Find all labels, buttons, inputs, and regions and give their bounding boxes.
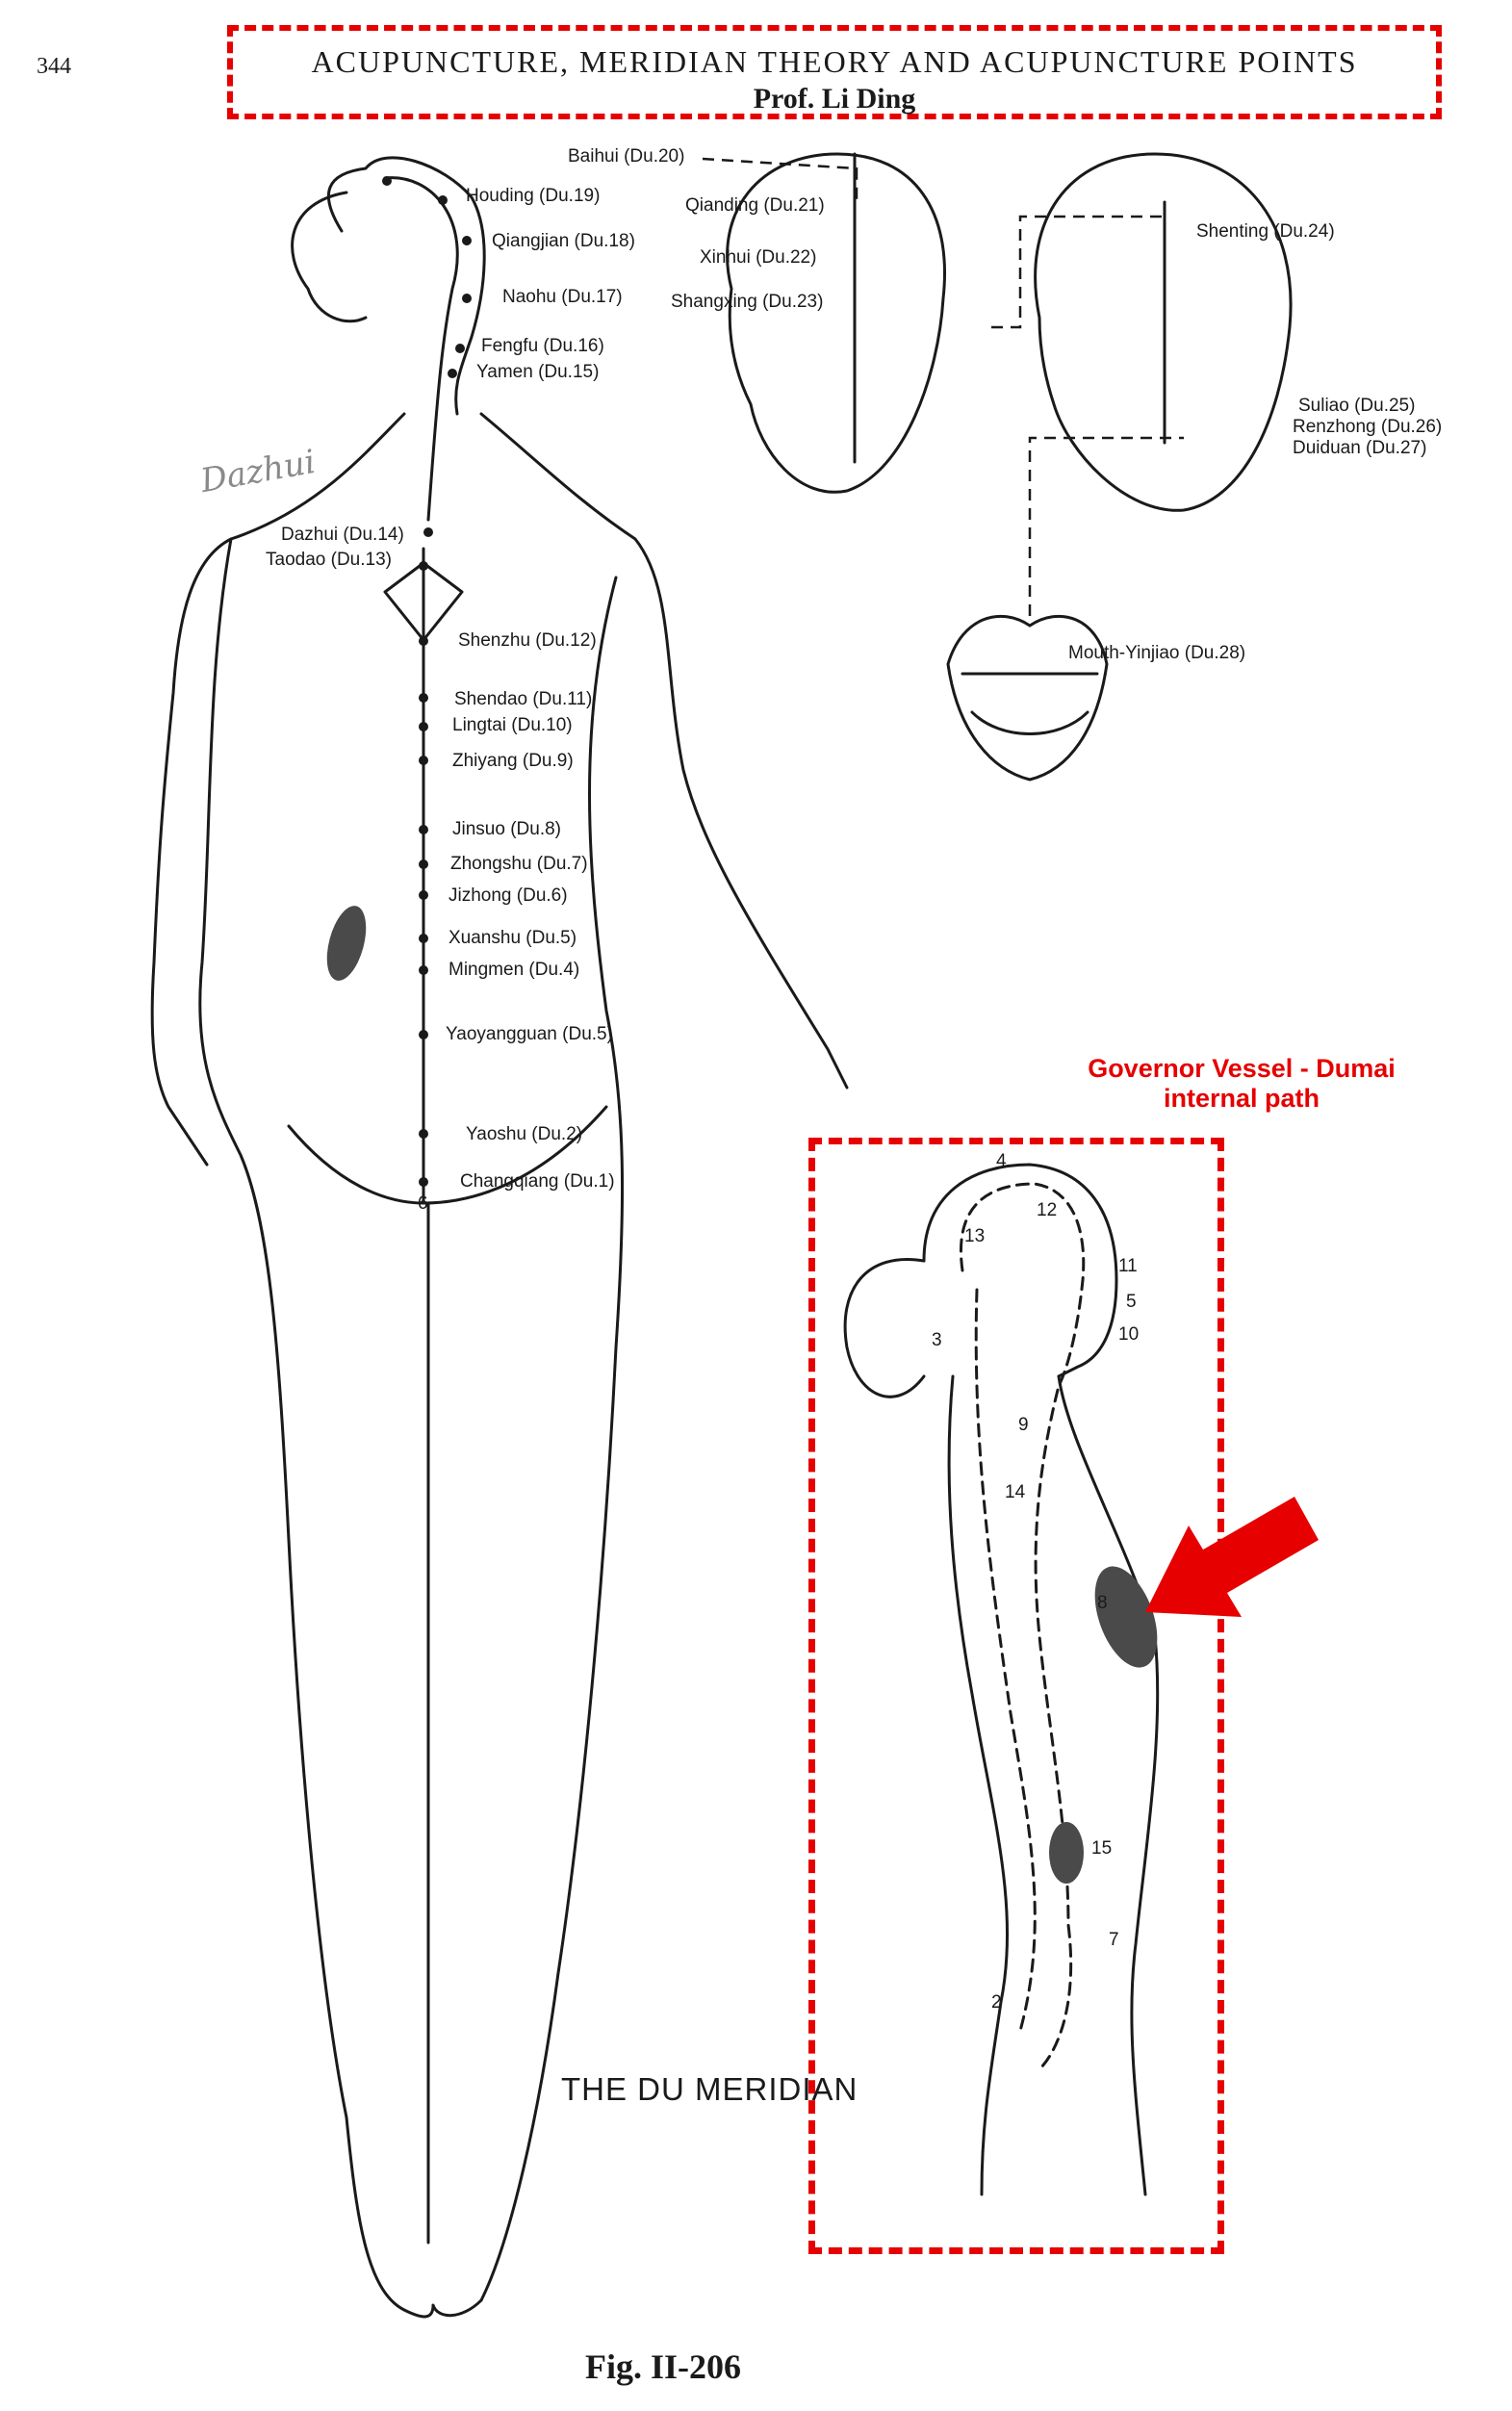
label-duiduan: Duiduan (Du.27): [1293, 438, 1427, 458]
label-changqiang: Changqiang (Du.1): [460, 1171, 615, 1192]
point-dot: [419, 825, 428, 834]
inset-head-outline: [922, 1163, 1118, 1378]
point-dot: [419, 890, 428, 900]
label-jizhong: Jizhong (Du.6): [448, 885, 568, 906]
inset-kidney-shape: [1049, 1822, 1084, 1884]
book-title: ACUPUNCTURE, MERIDIAN THEORY AND ACUPUNC…: [311, 44, 1358, 79]
point-dot: [419, 1129, 428, 1139]
inset-body-front: [1057, 1374, 1160, 2196]
point-dot: [419, 859, 428, 869]
inset-number: 7: [1109, 1930, 1119, 1950]
label-xinhui: Xinhui (Du.22): [700, 247, 817, 268]
label-yinjiao: Mouth-Yinjiao (Du.28): [1068, 643, 1246, 663]
figure-feet: [402, 2298, 483, 2319]
inset-number: 11: [1118, 1256, 1138, 1276]
inset-heart-shape: [1094, 1566, 1158, 1668]
label-qiangjian: Qiangjian (Du.18): [492, 231, 635, 251]
kidney-shape: [326, 906, 367, 981]
inset-number: 9: [1018, 1415, 1029, 1435]
label-suliao: Suliao (Du.25): [1298, 396, 1416, 416]
label-yamen: Yamen (Du.15): [476, 362, 600, 382]
point-dot: [419, 1177, 428, 1187]
figure-left-torso: [198, 537, 406, 2312]
inset-internal-path: [960, 1182, 1086, 2071]
inset-number: 2: [991, 1992, 1002, 2013]
point-dot: [419, 934, 428, 943]
label-fengfu: Fengfu (Du.16): [481, 336, 604, 356]
red-arrow-icon: [1145, 1497, 1319, 1617]
diagram-title: THE DU MERIDIAN: [561, 2071, 859, 2107]
inset-number: 5: [1126, 1292, 1137, 1312]
connector-yinjiao: [1028, 436, 1184, 616]
inset-internal-path-2: [974, 1288, 1037, 2033]
label-shangxing: Shangxing (Du.23): [671, 292, 824, 312]
inset-number: 8: [1097, 1593, 1108, 1613]
inset-body-back: [947, 1374, 1010, 2196]
label-xuanshu: Xuanshu (Du.5): [448, 928, 577, 948]
point-dot: [423, 527, 433, 537]
figure-caption: Fig. II-206: [585, 2347, 741, 2386]
spine-end-number: 6: [418, 1193, 428, 1214]
label-shenzhu: Shenzhu (Du.12): [458, 630, 597, 651]
point-dot: [419, 756, 428, 765]
label-mingmen: Mingmen (Du.4): [448, 960, 580, 980]
point-dot: [419, 965, 428, 975]
head-meridian-line: [383, 176, 459, 522]
inset-number: 10: [1118, 1324, 1140, 1345]
label-lingtai: Lingtai (Du.10): [452, 715, 573, 735]
figure-right-shoulder-arm: [479, 412, 849, 1090]
label-baihui: Baihui (Du.20): [568, 146, 685, 167]
page-number: 344: [37, 54, 71, 79]
label-yaoshu: Yaoshu (Du.2): [466, 1124, 583, 1144]
book-author: Prof. Li Ding: [753, 83, 916, 115]
point-dot: [462, 294, 472, 303]
inset-number: 4: [996, 1151, 1007, 1171]
header-box: ACUPUNCTURE, MERIDIAN THEORY AND ACUPUNC…: [227, 25, 1442, 119]
label-shenting: Shenting (Du.24): [1196, 221, 1335, 242]
label-renzhong: Renzhong (Du.26): [1293, 417, 1443, 437]
point-dot: [419, 1030, 428, 1039]
inset-number: 14: [1005, 1482, 1026, 1502]
label-jinsuo: Jinsuo (Du.8): [452, 819, 561, 839]
label-taodao: Taodao (Du.13): [266, 550, 392, 570]
point-dot: [455, 344, 465, 353]
point-dot: [462, 236, 472, 245]
inset-number: 13: [964, 1226, 986, 1246]
point-dot: [419, 693, 428, 703]
figure-hair-bun: [291, 191, 368, 323]
point-dot: [438, 195, 448, 205]
connector-shenting: [991, 215, 1165, 329]
point-dot: [382, 176, 392, 186]
callout-governor-vessel: Governor Vessel - Dumai internal path: [1054, 1054, 1429, 1114]
face-right-outline: [1034, 152, 1293, 512]
connector-baihui: [702, 157, 859, 202]
label-zhongshu: Zhongshu (Du.7): [450, 854, 588, 874]
inset-hair: [843, 1258, 926, 1398]
point-dot: [419, 636, 428, 646]
face-left-outline: [726, 152, 946, 494]
label-dazhui: Dazhui (Du.14): [281, 525, 404, 545]
inset-number: 3: [932, 1330, 942, 1350]
point-dot: [448, 369, 457, 378]
inset-number: 12: [1037, 1200, 1058, 1220]
point-dot: [419, 561, 428, 571]
inset-internal-path-box: [808, 1138, 1224, 2254]
mouth-outline: [946, 614, 1109, 782]
inset-number: 15: [1091, 1838, 1113, 1859]
mouth-teeth: [961, 672, 1099, 735]
label-naohu: Naohu (Du.17): [502, 287, 623, 307]
figure-right-torso: [479, 576, 625, 2302]
label-qianding: Qianding (Du.21): [685, 195, 825, 216]
label-zhiyang: Zhiyang (Du.9): [452, 751, 574, 771]
label-shendao: Shendao (Du.11): [454, 689, 593, 709]
figure-head-outline: [326, 156, 486, 416]
point-dot: [419, 722, 428, 731]
callout-line-2: internal path: [1163, 1084, 1320, 1113]
figure-left-shoulder-arm: [150, 412, 406, 1167]
label-houding: Houding (Du.19): [466, 186, 601, 206]
callout-line-1: Governor Vessel - Dumai: [1088, 1054, 1396, 1083]
label-yaoyangguan: Yaoyangguan (Du.5): [446, 1024, 613, 1044]
